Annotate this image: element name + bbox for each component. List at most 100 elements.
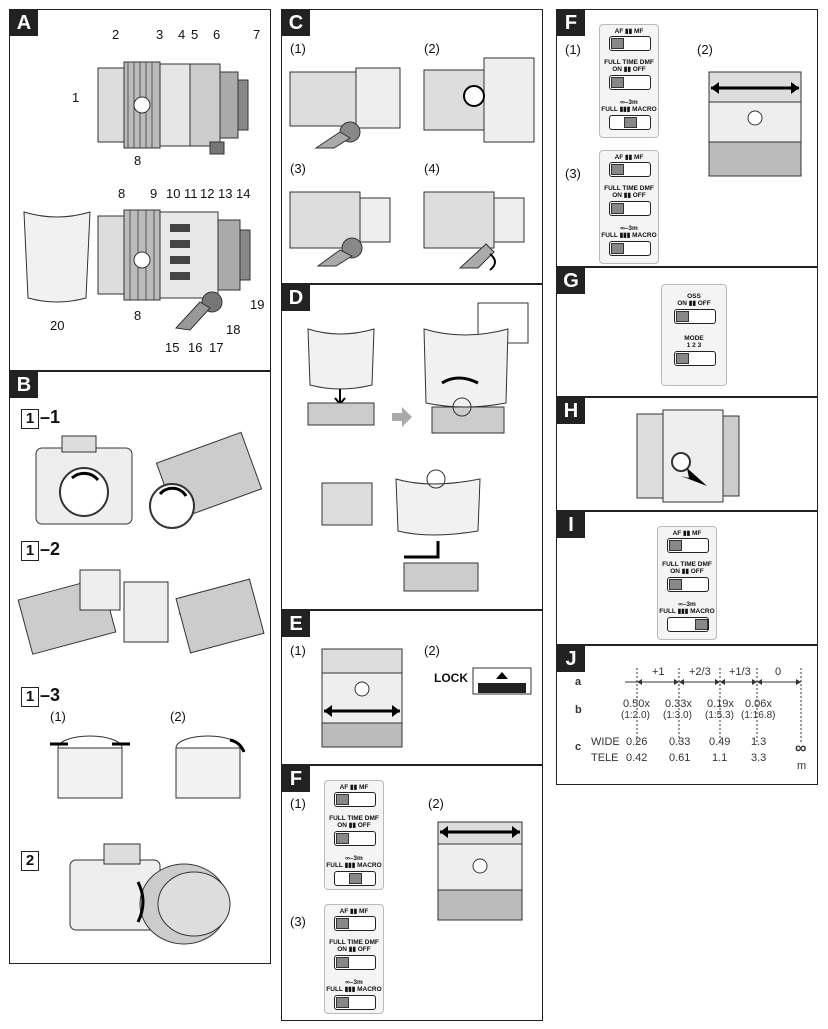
zoom-ring-diagram	[321, 648, 403, 748]
panel-j-tag: J	[557, 646, 585, 672]
af-mf-label: AF ▮▮ MF	[614, 28, 644, 35]
a-value-4: 0	[775, 666, 782, 678]
range-switch[interactable]	[334, 871, 376, 886]
callout-16: 16	[188, 340, 203, 355]
panel-a: A 1 2 3 4 5 6 7 8 8 9 10 11 12 13 14	[9, 9, 271, 371]
callout-8-b2: 8	[134, 308, 142, 323]
callout-6: 6	[213, 27, 221, 42]
focus-switch-panel-f2-3: AF ▮▮ MF FULL TIME DMF ON ▮▮ OFF ∞–3m FU…	[324, 904, 384, 1014]
mount-lens-illustration	[17, 569, 265, 655]
mode-switch[interactable]	[674, 351, 716, 366]
dmf-label: FULL TIME DMF	[662, 561, 712, 568]
af-mf-switch[interactable]	[609, 162, 651, 177]
e-sub-2: (2)	[424, 643, 440, 658]
f2-sub-3: (3)	[290, 914, 306, 929]
infinity-symbol: ∞	[795, 740, 807, 757]
callout-3: 3	[156, 27, 164, 42]
callout-1: 1	[72, 90, 80, 105]
step-1-2: 1–2	[21, 539, 60, 561]
focus-switch-panel-i: AF ▮▮ MF FULL TIME DMF ON ▮▮ OFF ∞–3m FU…	[657, 526, 717, 640]
f1-sub-2: (2)	[697, 42, 713, 57]
callout-7: 7	[253, 27, 261, 42]
dmf-switch[interactable]	[334, 955, 376, 970]
c-sub-2: (2)	[424, 41, 440, 56]
unit-meters: m	[797, 760, 807, 772]
oss-switch[interactable]	[674, 309, 716, 324]
dmf-label: FULL TIME DMF	[604, 59, 654, 66]
af-mf-switch[interactable]	[667, 538, 709, 553]
panel-d: D	[281, 284, 543, 610]
range-switch[interactable]	[334, 995, 376, 1010]
lock-switch-icon	[472, 667, 532, 695]
panel-f-upper: F (1) (2) (3) AF ▮▮ MF FULL TIME DMF ON …	[556, 9, 818, 267]
lens-hood-diagram	[23, 211, 91, 303]
a-value-2: +2/3	[689, 666, 711, 678]
panel-f-upper-tag: F	[557, 10, 585, 36]
tripod-collar-2	[423, 57, 535, 143]
focus-switch-panel-f1-3: AF ▮▮ MF FULL TIME DMF ON ▮▮ OFF ∞–3m FU…	[599, 150, 659, 264]
callout-10: 10	[166, 186, 181, 201]
dmf-switch[interactable]	[609, 201, 651, 216]
full-macro-label: FULL ▮▮▮ MACRO	[326, 986, 382, 993]
callout-12: 12	[200, 186, 215, 201]
focus-hold-button-diagram	[636, 409, 740, 503]
tele-value-2: 0.61	[669, 752, 691, 764]
range-label: ∞–3m	[678, 601, 696, 608]
oss-on-off-label: ON ▮▮ OFF	[677, 300, 711, 307]
panel-f-lower: F (1) (2) (3) AF ▮▮ MF FULL TIME DMF ON …	[281, 765, 543, 1021]
panel-e-tag: E	[282, 611, 310, 637]
dmf-switch[interactable]	[334, 831, 376, 846]
step-1-1: 1–1	[21, 407, 60, 429]
panel-f-lower-tag: F	[282, 766, 310, 792]
b-value-3: 0.19x	[707, 698, 734, 710]
f1-sub-1: (1)	[565, 42, 581, 57]
lock-label: LOCK	[434, 671, 468, 685]
range-switch[interactable]	[667, 617, 709, 632]
dmf-label: FULL TIME DMF	[329, 815, 379, 822]
c-tele-label: TELE	[591, 752, 619, 764]
callout-9: 9	[150, 186, 158, 201]
b-ratio-4: (1:16.8)	[741, 710, 776, 721]
dmf-on-off-label: ON ▮▮ OFF	[337, 946, 371, 953]
focus-switch-panel-f1-1: AF ▮▮ MF FULL TIME DMF ON ▮▮ OFF ∞–3m FU…	[599, 24, 659, 138]
panel-b-tag: B	[10, 372, 38, 398]
hood-attach-2	[175, 735, 246, 799]
wide-value-4: 1.3	[751, 736, 767, 748]
full-macro-label: FULL ▮▮▮ MACRO	[601, 106, 657, 113]
oss-label: OSS	[687, 293, 701, 300]
dmf-switch[interactable]	[667, 577, 709, 592]
af-mf-switch[interactable]	[334, 916, 376, 931]
range-switch[interactable]	[609, 241, 651, 256]
callout-5: 5	[191, 27, 199, 42]
panel-c-tag: C	[282, 10, 310, 36]
c-sub-1: (1)	[290, 41, 306, 56]
range-switch[interactable]	[609, 115, 651, 130]
callout-13: 13	[218, 186, 233, 201]
range-label: ∞–3m	[620, 99, 638, 106]
af-mf-switch[interactable]	[334, 792, 376, 807]
c-wide-label: WIDE	[591, 736, 620, 748]
af-mf-switch[interactable]	[609, 36, 651, 51]
tripod-collar-3	[289, 191, 391, 267]
panel-c: C (1) (2) (3) (4)	[281, 9, 543, 284]
dmf-on-off-label: ON ▮▮ OFF	[670, 568, 704, 575]
tripod-collar-1	[289, 67, 401, 149]
dmf-label: FULL TIME DMF	[329, 939, 379, 946]
callout-2: 2	[112, 27, 120, 42]
c-sub-3: (3)	[290, 161, 306, 176]
lens-diagram-top	[97, 61, 249, 155]
dmf-switch[interactable]	[609, 75, 651, 90]
panel-e: E (1) (2) LOCK	[281, 610, 543, 765]
callout-8-top: 8	[134, 153, 142, 168]
step-2: 2	[21, 849, 40, 871]
row-label-b: b	[575, 704, 582, 716]
compensation-scale	[625, 668, 802, 742]
panel-i: I AF ▮▮ MF FULL TIME DMF ON ▮▮ OFF ∞–3m …	[556, 511, 818, 645]
wide-value-2: 0.33	[669, 736, 691, 748]
b-ratio-1: (1:2.0)	[621, 710, 650, 721]
b-value-2: 0.33x	[665, 698, 692, 710]
panel-i-tag: I	[557, 512, 585, 538]
panel-b: B 1–1 1–2 1–3 (1) (2) 2	[9, 371, 271, 964]
af-mf-label: AF ▮▮ MF	[339, 908, 369, 915]
tele-value-3: 1.1	[712, 752, 728, 764]
